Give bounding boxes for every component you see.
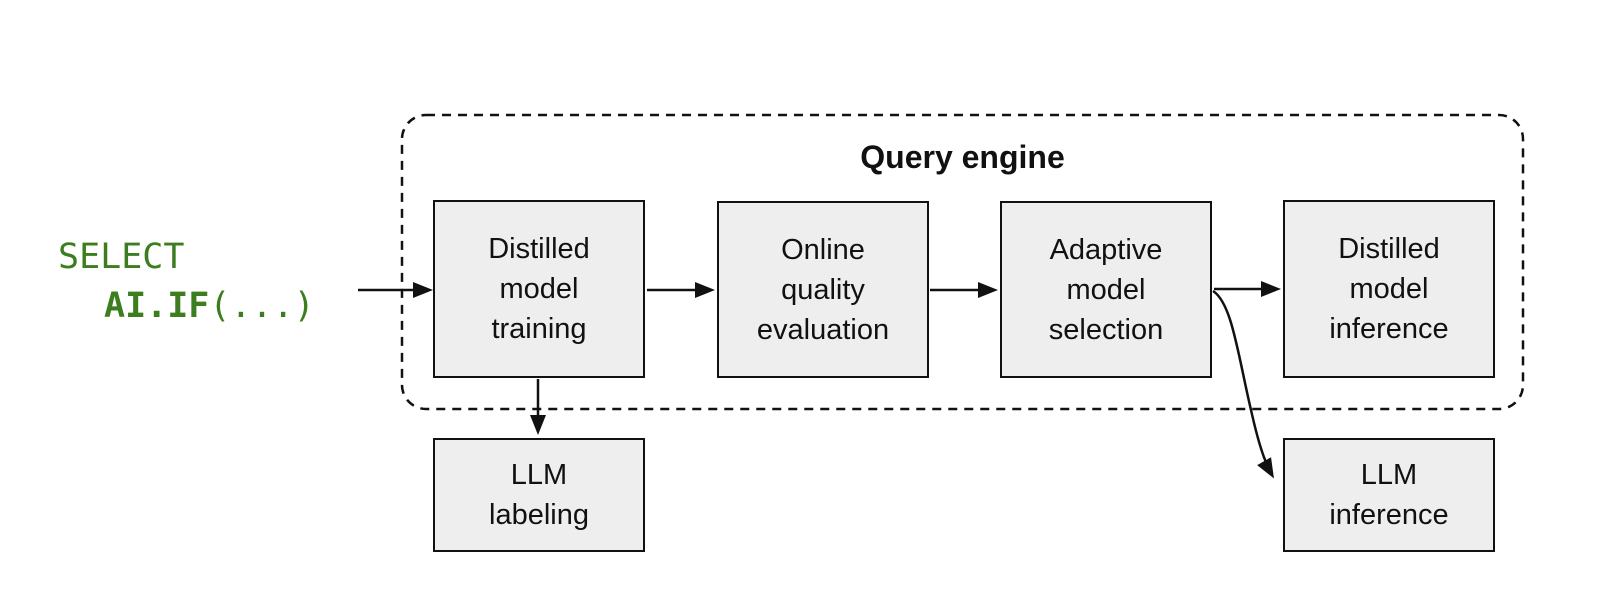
node-distilled-model-inference: Distilled model inference xyxy=(1283,200,1495,378)
node-llm-labeling: LLM labeling xyxy=(433,438,645,552)
sql-function-name: AI.IF xyxy=(104,286,210,326)
node-llm-inference: LLM inference xyxy=(1283,438,1495,552)
node-online-quality-evaluation: Online quality evaluation xyxy=(717,201,929,378)
edge-selection-to-llm-inference-arrow xyxy=(1212,289,1274,479)
node-label-distilled-model-training: Distilled model training xyxy=(488,233,590,345)
node-label-online-quality-evaluation: Online quality evaluation xyxy=(756,233,890,346)
sql-snippet: SELECT AI.IF(...) xyxy=(58,233,315,331)
node-label-llm-inference: LLM inference xyxy=(1329,459,1449,531)
node-adaptive-model-selection: Adaptive model selection xyxy=(1000,201,1212,378)
sql-function-call: AI.IF(...) xyxy=(58,282,315,331)
sql-select-keyword: SELECT xyxy=(58,237,185,277)
query-engine-title: Query engine xyxy=(860,139,1065,175)
query-engine-boundary xyxy=(400,113,1525,411)
sql-function-args: (...) xyxy=(209,286,315,326)
node-distilled-model-training: Distilled model training xyxy=(433,200,645,378)
node-label-distilled-model-inference: Distilled model inference xyxy=(1329,233,1449,345)
node-label-adaptive-model-selection: Adaptive model selection xyxy=(1048,233,1164,346)
node-label-llm-labeling: LLM labeling xyxy=(489,459,589,531)
